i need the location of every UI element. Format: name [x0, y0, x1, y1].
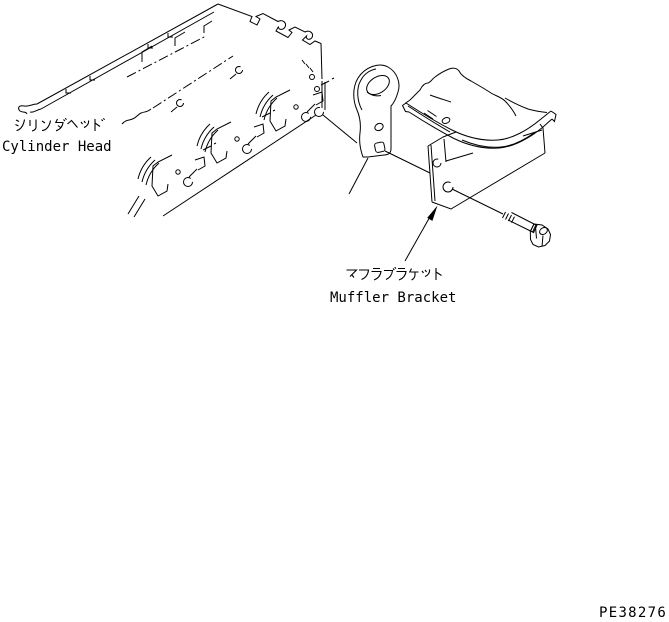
muffler-sheet-2 [504, 97, 548, 113]
corner-ticks [301, 59, 314, 73]
rail-dashdot [152, 55, 234, 109]
head-corner-hole [314, 107, 324, 117]
plate-chamfer [427, 131, 457, 147]
base-right-edge [539, 123, 546, 154]
line-eye-to-bracket [384, 150, 431, 174]
base-top-edge [445, 129, 543, 162]
boss-2 [235, 66, 243, 74]
muffler-bracket-drawing [401, 67, 557, 210]
head-ridge [36, 3, 219, 110]
plate-hole-lower [442, 181, 454, 193]
pointer-arrow [404, 205, 438, 262]
strap-lower [408, 111, 553, 149]
eye-inner-line [357, 68, 377, 111]
bolt-shaft [507, 212, 535, 232]
head-bottom-edge [162, 114, 317, 217]
assembly-lines [322, 114, 431, 195]
strap-upper [405, 102, 552, 141]
bolt-head-face [539, 226, 548, 236]
corner-c1 [309, 74, 315, 80]
topface-dashdot [126, 35, 207, 78]
eye-outline [353, 64, 400, 158]
strap-right-cap [550, 110, 557, 123]
bolt-head-facet [535, 226, 544, 247]
head-left-break [18, 103, 42, 115]
label-muffler-bracket-en: Muffler Bracket [330, 290, 456, 306]
eye-mid-hole [374, 122, 384, 132]
line-eye-down [348, 157, 369, 195]
plate-right-vert [443, 138, 447, 163]
lifting-eye-bracket-drawing [353, 64, 400, 158]
eye-foot-hole [374, 141, 386, 153]
cylinder-head-drawing [18, 3, 335, 218]
label-cylinder-head-en: Cylinder Head [2, 139, 112, 155]
label-cylinder-head-jp [14, 117, 106, 132]
strap-accent-1 [461, 132, 535, 148]
bolt-axis-line [451, 188, 504, 215]
strap-hole [441, 117, 451, 124]
rail-squiggle [121, 108, 152, 125]
bolt-head [529, 223, 552, 248]
base-bottom-edge [431, 152, 546, 210]
label-muffler-bracket: Muffler Bracket [330, 266, 456, 306]
muffler-sheet-fold [429, 94, 452, 103]
strap-left-cap [401, 102, 410, 113]
bolt-drawing [451, 188, 552, 248]
ridge-ticks [65, 33, 173, 94]
strap-accent-2 [407, 105, 451, 133]
part-number: PE38276 [599, 605, 667, 621]
head-bottom-left-hatch [127, 195, 146, 218]
bolt-threads [502, 211, 515, 223]
eye-big-hole [366, 74, 390, 96]
muffler-sheet-left [404, 99, 411, 104]
plate-left-edge [427, 144, 436, 203]
line-head-to-eye [322, 114, 358, 144]
eye-bore-arc [366, 91, 382, 97]
label-muffler-bracket-jp [345, 266, 443, 281]
label-cylinder-head: Cylinder Head [2, 117, 112, 155]
strap-dashes [423, 110, 437, 120]
muffler-sheet [409, 67, 517, 117]
corner-c2 [314, 86, 320, 92]
plate-hole-upper [432, 158, 442, 168]
head-top-contour [217, 3, 323, 80]
boss-1 [176, 99, 184, 107]
